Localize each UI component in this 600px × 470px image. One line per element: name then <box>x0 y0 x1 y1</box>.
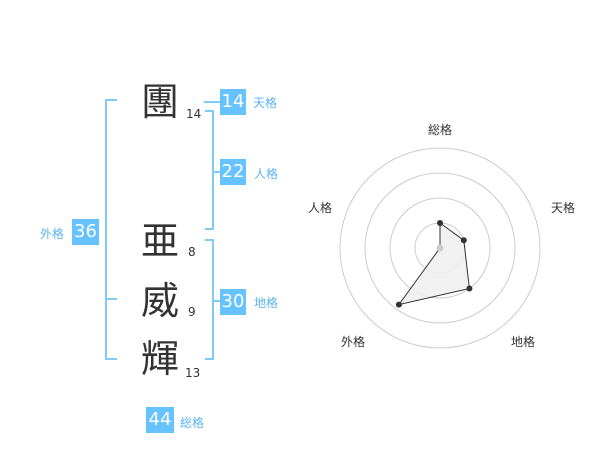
name-char-3: 威 <box>141 279 180 323</box>
radar-axis-label-soukaku: 総格 <box>428 123 453 137</box>
radar-axis-label-gaikaku: 外格 <box>341 335 366 349</box>
radar-point-3 <box>395 301 402 308</box>
chikaku-badge: 30 <box>220 289 246 315</box>
jinkaku-badge: 22 <box>220 159 246 185</box>
radar-chart <box>339 147 541 349</box>
radar-ring-3 <box>364 172 516 324</box>
radar-polygon <box>397 222 470 306</box>
soukaku-label: 総格 <box>180 416 205 430</box>
radar-axis-label-jinkaku: 人格 <box>308 201 333 215</box>
radar-ring-2 <box>389 197 491 299</box>
stroke-count-3: 9 <box>188 305 196 319</box>
radar-ring-4 <box>339 147 541 349</box>
radar-axis-label-chikaku: 地格 <box>511 335 536 349</box>
name-char-2: 亜 <box>141 219 180 263</box>
soukaku-badge: 44 <box>146 407 174 433</box>
chikaku-label: 地格 <box>254 296 279 310</box>
radar-axis-label-tenkaku: 天格 <box>551 201 576 215</box>
radar-center-dot <box>436 244 444 252</box>
jinkaku-label: 人格 <box>254 167 279 181</box>
radar-point-1 <box>460 237 467 244</box>
radar-points <box>395 220 473 308</box>
gaikaku-badge: 36 <box>72 219 99 245</box>
stroke-count-1: 14 <box>186 107 202 121</box>
tenkaku-label: 天格 <box>253 96 278 110</box>
name-char-4: 輝 <box>141 337 180 381</box>
name-char-1: 團 <box>141 80 180 124</box>
radar-point-0 <box>437 220 443 226</box>
stroke-count-2: 8 <box>188 245 196 259</box>
stroke-count-4: 13 <box>185 366 201 380</box>
radar-point-2 <box>466 285 473 292</box>
tenkaku-badge: 14 <box>220 89 246 115</box>
gaikaku-label: 外格 <box>40 227 65 241</box>
